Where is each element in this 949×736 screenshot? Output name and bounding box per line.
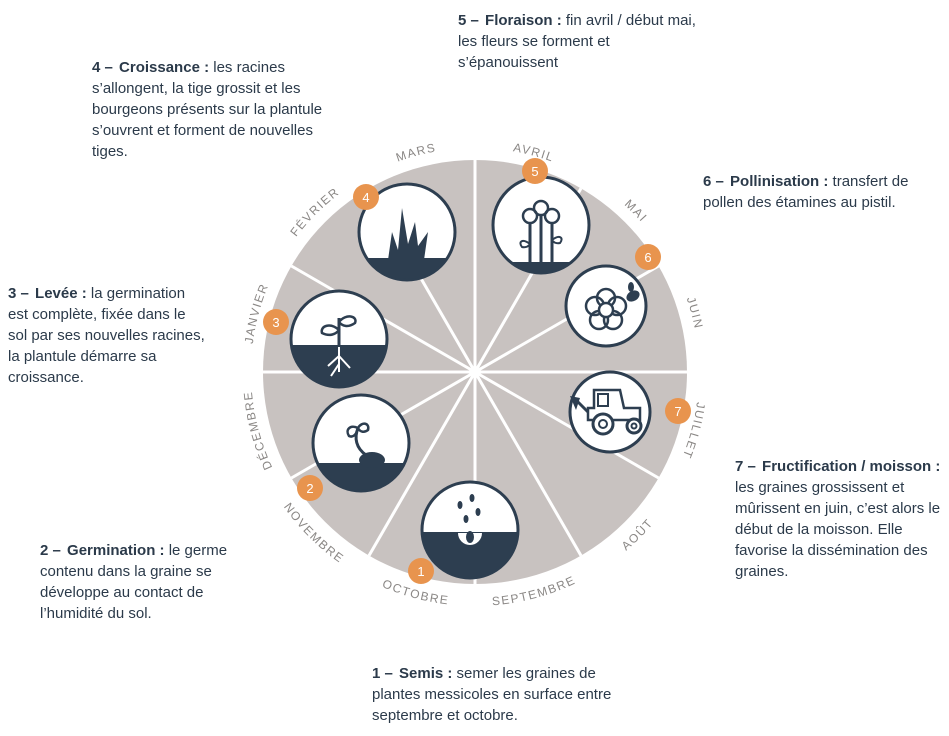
stage-7-description: 7 – Fructification / moisson : les grain… xyxy=(735,458,941,580)
stage-badge: 2 xyxy=(297,475,323,501)
svg-text:4: 4 xyxy=(362,190,369,205)
month-label: MAI xyxy=(622,197,650,225)
svg-text:2: 2 xyxy=(306,481,313,496)
month-label: JUIN xyxy=(684,295,706,331)
stage-5-description: 5 – Floraison : fin avril / début mai, l… xyxy=(458,12,696,71)
stage-badge: 7 xyxy=(665,398,691,424)
stage-3-description: 3 – Levée : la germination est complète,… xyxy=(8,285,205,386)
svg-text:7: 7 xyxy=(674,404,681,419)
stage-6-description: 6 – Pollinisation : transfert de pollen … xyxy=(703,173,909,211)
flower-bee-icon xyxy=(564,264,648,348)
stage-badge: 5 xyxy=(522,158,548,184)
grass-growth-icon xyxy=(357,182,457,282)
svg-text:6: 6 xyxy=(644,250,651,265)
month-label: MARS xyxy=(394,140,437,164)
stage-2-description: 2 – Germination : le germe contenu dans … xyxy=(40,542,228,622)
svg-text:1: 1 xyxy=(417,564,424,579)
stage-1-description: 1 – Semis : semer les graines de plantes… xyxy=(372,665,612,724)
month-divider xyxy=(474,370,660,480)
tractor-icon xyxy=(568,370,652,454)
svg-text:5: 5 xyxy=(531,164,538,179)
stage-badge: 6 xyxy=(635,244,661,270)
month-divider xyxy=(367,371,477,557)
month-divider xyxy=(473,371,583,557)
stage-4-description: 4 – Croissance : les racines s’allongent… xyxy=(92,59,323,160)
stage-badge: 4 xyxy=(353,184,379,210)
svg-text:3: 3 xyxy=(272,315,279,330)
stage-badge: 1 xyxy=(408,558,434,584)
stage-badge: 3 xyxy=(263,309,289,335)
